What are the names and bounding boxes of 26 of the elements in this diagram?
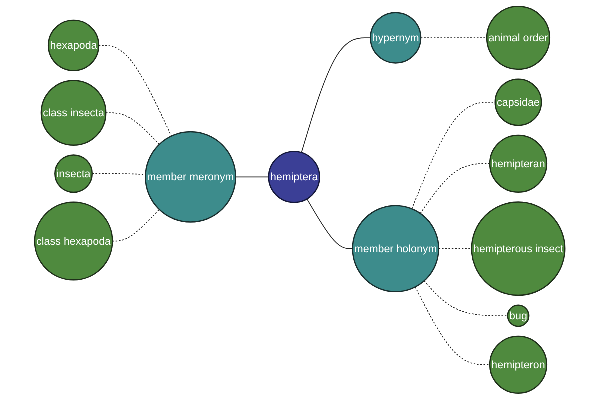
- connector: [98, 45, 172, 137]
- node-circle: [489, 134, 548, 193]
- connector: [112, 209, 160, 242]
- node-circle: [268, 151, 320, 204]
- node-circle: [507, 304, 530, 328]
- node-circle: [54, 154, 94, 194]
- connector: [306, 198, 354, 250]
- connector: [92, 173, 146, 176]
- node-circle: [494, 78, 542, 126]
- connector: [301, 38, 372, 154]
- connector: [415, 286, 490, 366]
- node-circle: [489, 336, 548, 394]
- node-circle: [145, 131, 236, 223]
- node-circle: [352, 205, 440, 293]
- node-circle: [486, 6, 551, 70]
- connector: [438, 248, 472, 250]
- node-circle: [370, 12, 422, 64]
- connector: [424, 280, 508, 316]
- connector: [235, 176, 270, 178]
- node-circle: [34, 202, 114, 281]
- node-circle: [40, 80, 107, 146]
- node-circle: [471, 202, 566, 296]
- node-circle: [48, 20, 100, 72]
- connector: [412, 102, 496, 210]
- connector: [106, 112, 160, 146]
- connector: [420, 164, 490, 214]
